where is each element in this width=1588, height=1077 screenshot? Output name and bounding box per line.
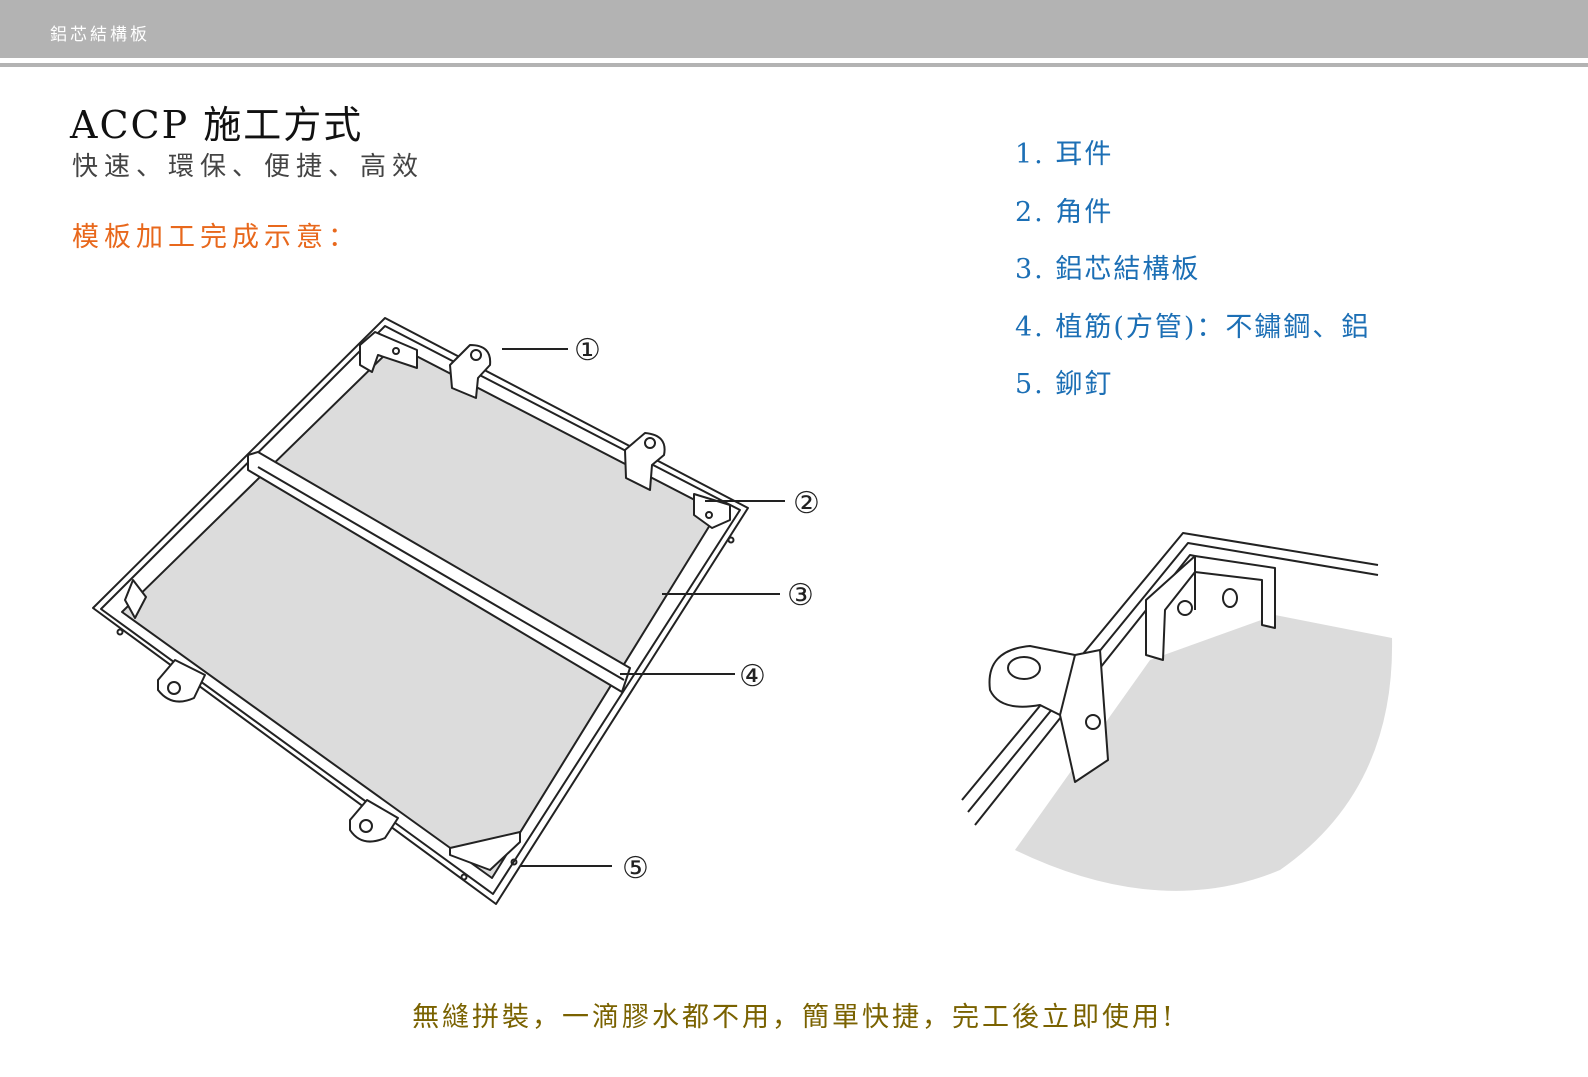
footer-slogan: 無縫拼裝，一滴膠水都不用，簡單快捷，完工後立即使用! [412,1002,1176,1033]
header-divider [0,63,1588,67]
corner-piece [124,331,731,871]
legend-item: 2. 角件 [1015,196,1114,228]
page-title: ACCP 施工方式 [70,103,364,147]
detail-ear-piece [988,645,1109,783]
header-bar: 鋁芯結構板 [0,0,1588,58]
detail-view [961,532,1393,891]
legend-item: 4. 植筋(方管)：不鏽鋼、鋁 [1015,311,1371,343]
callout-1: ① [574,333,601,368]
callout-2: ② [793,486,820,521]
callout-3: ③ [787,578,814,613]
section-heading: 模板加工完成示意： [72,222,360,253]
page-subtitle: 快速、環保、便捷、高效 [72,152,425,182]
callout-5: ⑤ [622,851,649,886]
detail-core-panel [1015,615,1393,891]
panel-frame-inner [100,325,741,895]
legend-item: 1. 耳件 [1015,139,1114,170]
legend-item: 5. 鉚釘 [1015,369,1114,400]
detail-corner-piece [1145,555,1276,661]
callout-4: ④ [739,659,766,694]
legend-item: 3. 鋁芯結構板 [1015,254,1201,285]
core-panel [121,344,719,879]
parts-legend: 1. 耳件 2. 角件 3. 鋁芯結構板 4. 植筋(方管)：不鏽鋼、鋁 5. … [1015,132,1370,420]
ear-piece [157,344,666,843]
header-title: 鋁芯結構板 [50,25,150,45]
